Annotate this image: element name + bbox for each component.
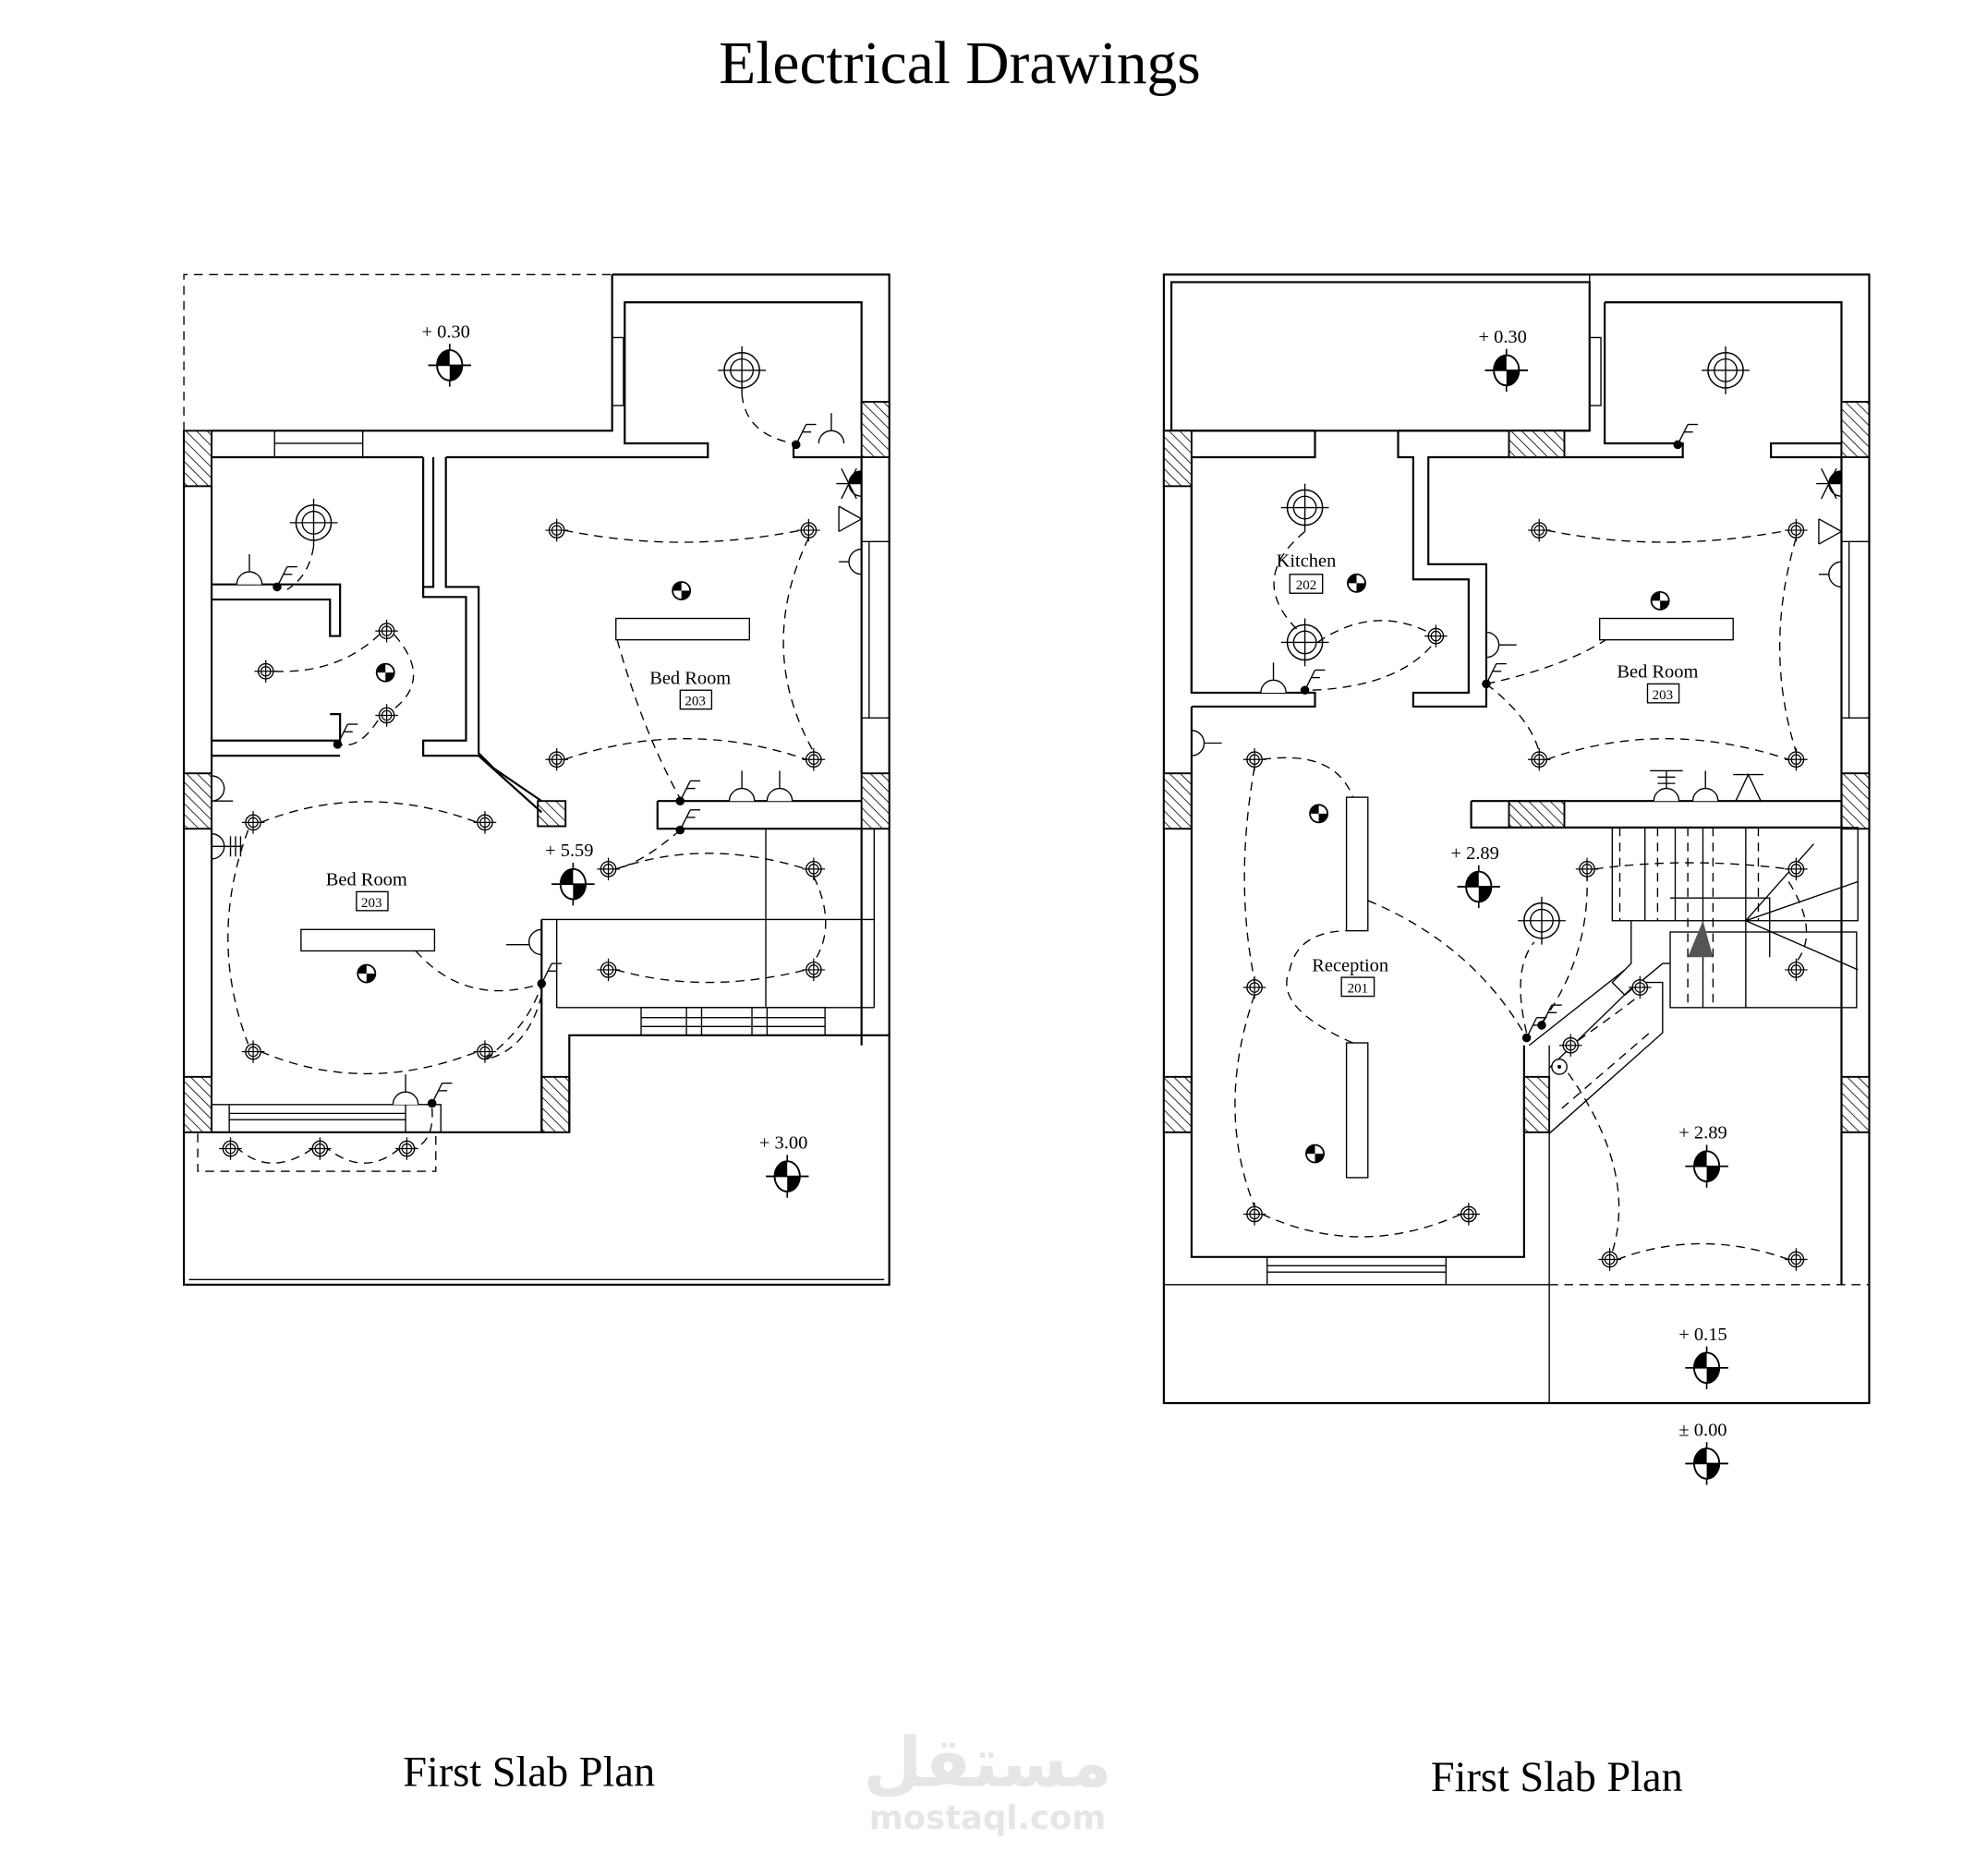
level-label: + 5.59 [545,841,593,861]
room-name: Bed Room [1617,662,1698,683]
right-floor-plan: + 0.30 + 2.89 + 2.89 + 0.15 ± 0.00 Kitch… [1162,273,1871,1801]
level-marker-icon [765,1154,810,1199]
level-label: + 0.15 [1678,1325,1727,1345]
svg-text:مستقل: مستقل [863,1724,1111,1802]
level-label: ± 0.00 [1678,1420,1727,1440]
room-number: 201 [1348,981,1368,996]
level-label: + 2.89 [1450,843,1498,864]
ceiling-light-icon [288,498,339,548]
room-name: Kitchen [1277,551,1337,572]
plan-caption: First Slab Plan [403,1749,655,1796]
left-floor-plan: + 0.30 + 5.59 + 3.00 Bed Room 203 Bed Ro… [182,273,891,1796]
room-name: Bed Room [326,870,407,890]
watermark-logo: مستقل mostaql.com [863,1724,1111,1836]
level-label: + 0.30 [1478,327,1526,347]
level-label: + 2.89 [1678,1123,1727,1144]
level-marker-icon [427,343,472,388]
room-number: 203 [1653,688,1673,703]
switch-icon [272,565,298,592]
sheet-title: Electrical Drawings [719,30,1200,97]
level-marker-icon [551,862,596,907]
level-label: + 0.30 [421,321,469,342]
svg-text:mostaql.com: mostaql.com [869,1799,1106,1837]
staircase [1528,827,1859,1134]
room-number: 202 [1296,578,1316,593]
room-number: 203 [685,695,705,709]
room-name: Bed Room [649,668,731,688]
level-label: + 3.00 [759,1133,807,1154]
plan-caption: First Slab Plan [1431,1754,1683,1801]
room-number: 203 [361,896,382,911]
ceiling-light-icon [717,345,767,395]
room-name: Reception [1312,955,1388,975]
